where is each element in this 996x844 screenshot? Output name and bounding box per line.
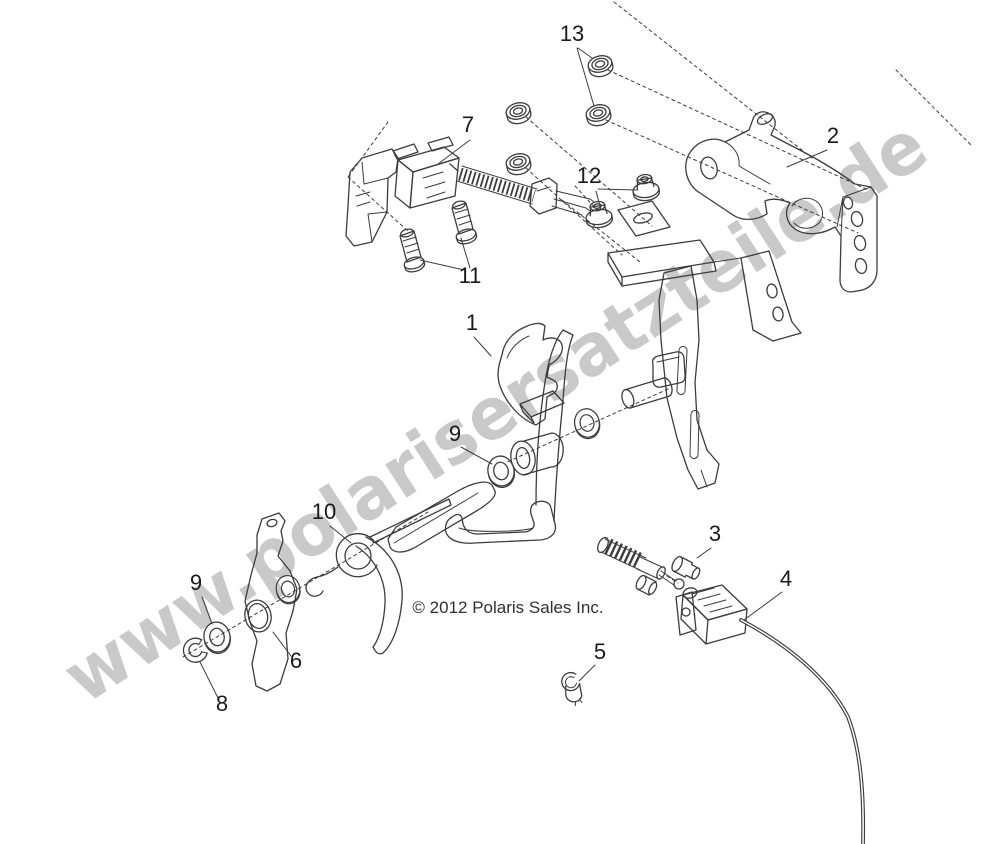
- part-11-bolts: [399, 200, 478, 273]
- part-6-plate: [244, 512, 298, 692]
- callout-6: 6: [290, 648, 302, 673]
- callout-12: 12: [577, 163, 601, 188]
- callout-13: 13: [560, 21, 584, 46]
- part-10-spring: [273, 498, 452, 655]
- callout-5: 5: [594, 639, 606, 664]
- callout-1: 1: [466, 310, 478, 335]
- pivot-bushing: [571, 405, 603, 442]
- throttle-cable: [739, 618, 866, 844]
- part-7-sensor-assembly: [345, 136, 595, 247]
- callout-3: 3: [709, 521, 721, 546]
- callout-2: 2: [827, 123, 839, 148]
- callout-10: 10: [312, 499, 336, 524]
- part-1-guard: [497, 322, 563, 426]
- callout-11: 11: [459, 263, 482, 288]
- part-2-mounting-bracket: [607, 111, 878, 342]
- watermark-text: www.polarisersatzteile.de: [49, 103, 942, 720]
- part-3-stud: [671, 555, 701, 580]
- callout-9-lower: 9: [190, 570, 202, 595]
- pedal-assembly: [387, 265, 720, 553]
- part-13-nuts: [503, 52, 616, 178]
- callout-labels: 13 7 2 12 11 1 9 10 3 4 9 6 5 8: [190, 21, 839, 716]
- part-5-clip: [561, 671, 583, 707]
- callout-9-upper: 9: [449, 421, 461, 446]
- callout-4: 4: [780, 566, 792, 591]
- part-8-eclip: [182, 637, 208, 663]
- copyright-text: © 2012 Polaris Sales Inc.: [412, 598, 603, 617]
- cable-assembly: [597, 536, 866, 844]
- leader-lines: [199, 47, 828, 699]
- callout-7: 7: [462, 112, 474, 137]
- callout-8: 8: [216, 691, 228, 716]
